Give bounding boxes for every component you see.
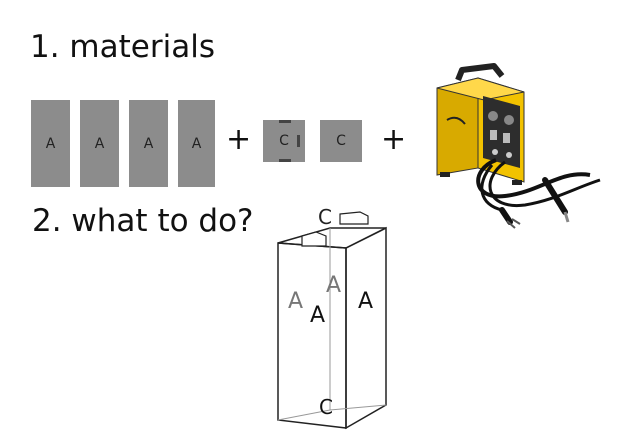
plate-c-label: C [336, 133, 346, 149]
assembly-label-c: C [318, 205, 332, 229]
box-side-face [345, 226, 387, 430]
assembly-label-a: A [358, 289, 373, 314]
plate-c: C [320, 120, 362, 162]
box-top-face [277, 227, 387, 249]
plate-c-tab [279, 120, 291, 123]
plus-sign: + [226, 122, 252, 157]
box-top-tab [301, 231, 327, 247]
plate-a: A [80, 100, 119, 187]
box-top-tab [339, 211, 369, 225]
plate-a-label: A [45, 135, 56, 152]
assembly-label-c: C [319, 395, 333, 419]
assembly-label-a: A [326, 273, 341, 298]
plus-sign: + [381, 122, 407, 157]
mig-welder-icon [436, 63, 601, 229]
box-front-face [277, 242, 347, 429]
plate-a: A [31, 100, 70, 187]
plate-a: A [178, 100, 215, 187]
plate-c-label: C [279, 133, 289, 149]
plate-c-tab [297, 135, 300, 147]
assembly-label-a: A [288, 289, 303, 314]
step-1-heading: 1. materials [30, 29, 215, 65]
assembly-label-a: A [310, 303, 325, 328]
plate-a: A [129, 100, 168, 187]
plate-a-label: A [191, 135, 202, 152]
step-2-heading: 2. what to do? [32, 203, 254, 239]
plate-a-label: A [94, 135, 105, 152]
box-hidden-edge [329, 404, 387, 411]
plate-a-label: A [143, 135, 154, 152]
plate-c-tab [279, 159, 291, 162]
box-hidden-edge [277, 409, 331, 421]
